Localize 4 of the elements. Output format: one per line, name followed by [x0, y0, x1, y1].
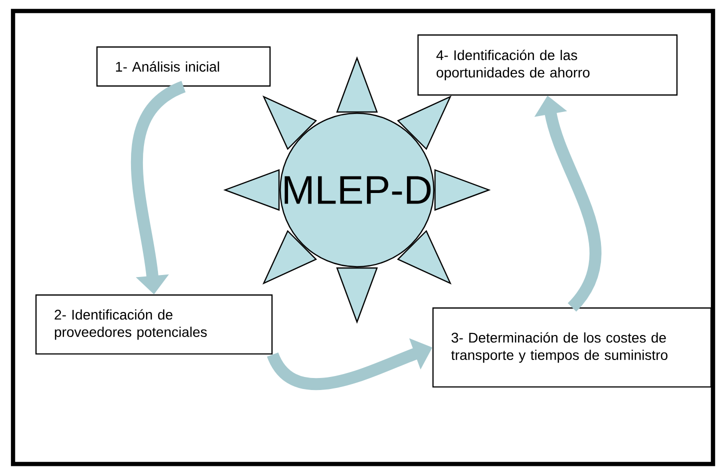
step-box: 3- Determinación de los costes de transporte y tiempos de suministro — [432, 307, 712, 388]
step-box: 4- Identificación de las oportunidades de ahorro — [417, 34, 678, 96]
step-box: 2- Identificación de proveedores potenciales — [35, 294, 273, 355]
step-box: 1- Análisis inicial — [96, 46, 271, 87]
